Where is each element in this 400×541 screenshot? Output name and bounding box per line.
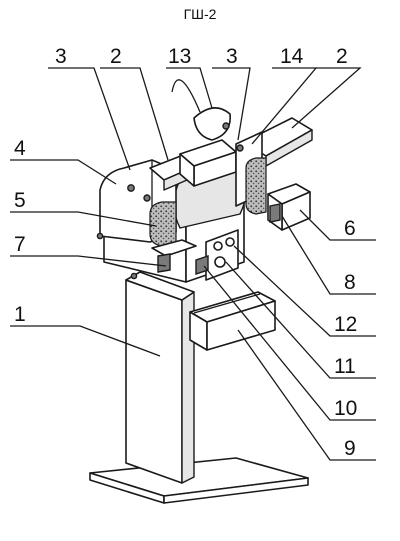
base-plate: [89, 457, 309, 504]
pedestal-column: [125, 271, 195, 484]
callout-4: 4: [14, 137, 26, 160]
callout-7: 7: [14, 233, 26, 256]
callout-1: 1: [14, 303, 26, 326]
control-panel: [195, 229, 239, 281]
callout-5: 5: [14, 189, 26, 212]
tray: [189, 291, 276, 351]
callout-14: 14: [280, 45, 304, 68]
callout-10: 10: [334, 397, 357, 420]
diagram-title: ГШ-2: [184, 6, 217, 22]
callout-3-right: 3: [226, 45, 238, 68]
left-tool-rest: [151, 239, 197, 273]
right-tool-rest: [267, 183, 311, 231]
left-wheel: [149, 201, 177, 247]
callout-13: 13: [168, 45, 191, 68]
lamp: [171, 79, 237, 187]
machine-drawing: [89, 79, 313, 504]
callout-9: 9: [344, 437, 356, 460]
callout-6: 6: [344, 217, 356, 240]
callout-12: 12: [334, 313, 357, 336]
callout-3-left: 3: [55, 45, 67, 68]
right-wheel: [245, 157, 267, 215]
callout-11: 11: [334, 355, 356, 378]
callout-2-right: 2: [336, 45, 348, 68]
callout-labels: 3 2 13 3 14 2 4 5 7 6 8 1 12 11 10 9: [14, 45, 357, 460]
callout-2-left: 2: [110, 45, 122, 68]
callout-8: 8: [344, 271, 356, 294]
leader-lines: [10, 67, 376, 461]
